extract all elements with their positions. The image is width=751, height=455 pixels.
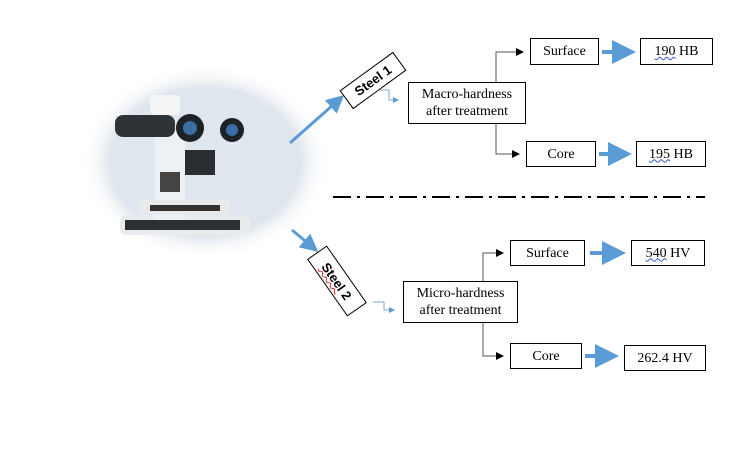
connector-steel2 bbox=[373, 301, 395, 313]
microscope-image bbox=[80, 64, 330, 260]
steel1-core-box: Core bbox=[526, 141, 596, 167]
micro-hardness-box: Micro-hardness after treatment bbox=[403, 281, 518, 323]
steel2-core-label: Core bbox=[532, 348, 560, 364]
macro-line1: Macro-hardness bbox=[421, 87, 513, 102]
value-num: 540 bbox=[645, 245, 667, 261]
connector-steel1 bbox=[379, 89, 399, 103]
steel1-core-label: Core bbox=[547, 146, 575, 162]
value-num: 190 bbox=[654, 44, 676, 59]
steel2-core-value-text: 262.4 HV bbox=[637, 350, 693, 366]
macro-line2: after treatment bbox=[425, 104, 508, 119]
micro-line1: Micro-hardness bbox=[416, 286, 505, 301]
steel1-surface-box: Surface bbox=[530, 38, 599, 65]
steel2-surface-value: 540 HV bbox=[631, 240, 705, 266]
arrow-to-steel1 bbox=[289, 95, 345, 145]
steel1-surface-label: Surface bbox=[543, 44, 586, 59]
steel2-core-value: 262.4 HV bbox=[624, 345, 706, 371]
value-unit: HB bbox=[670, 146, 693, 162]
steel2-surface-box: Surface bbox=[510, 240, 585, 266]
steel2-surface-label: Surface bbox=[526, 245, 569, 261]
micro-line2: after treatment bbox=[419, 303, 502, 318]
steel2-core-box: Core bbox=[510, 343, 582, 369]
value-unit: HV bbox=[666, 245, 691, 261]
arrow-to-steel2 bbox=[291, 228, 319, 252]
value-num: 195 bbox=[649, 146, 671, 162]
steel1-core-value: 195 HB bbox=[636, 141, 706, 167]
macro-hardness-box: Macro-hardness after treatment bbox=[408, 82, 526, 124]
steel1-surface-value: 190 HB bbox=[640, 38, 713, 65]
value-unit: HB bbox=[675, 44, 699, 59]
